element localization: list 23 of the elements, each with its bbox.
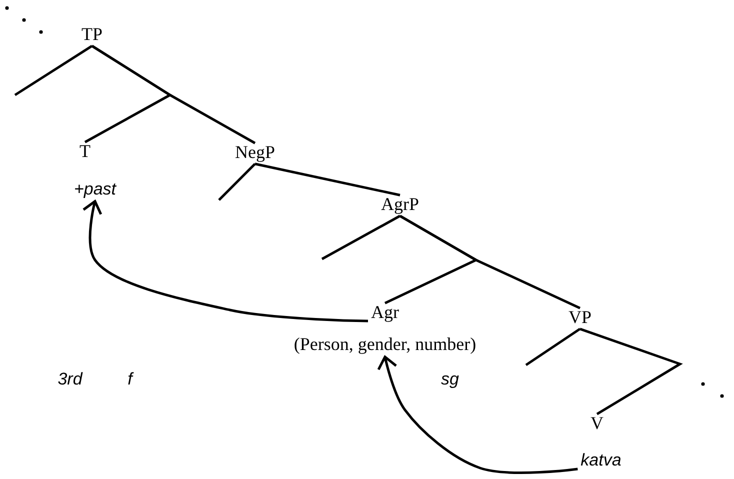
- tree-branch: [321, 214, 401, 260]
- tree-branch: [91, 44, 256, 144]
- tree-branch: [399, 214, 581, 310]
- tree-branch: [580, 328, 683, 416]
- movement-arrow: [377, 356, 578, 474]
- tree-node-label: VP: [568, 308, 592, 328]
- tree-node-label: NegP: [235, 143, 275, 163]
- tree-node-label: V: [590, 414, 604, 434]
- tree-node-label: TP: [82, 25, 102, 45]
- feature-value-label: 3rd: [58, 370, 82, 390]
- tree-node-label: T: [80, 142, 90, 162]
- feature-value-label: sg: [441, 370, 459, 390]
- tree-node-label: (Person, gender, number): [294, 335, 476, 355]
- tree-branch: [14, 44, 93, 96]
- word-label: katva: [580, 452, 622, 470]
- feature-value-label: f: [128, 370, 132, 390]
- tree-branch: [525, 328, 581, 366]
- tree-branch: [218, 163, 256, 201]
- word-label: +past: [74, 180, 116, 200]
- tree-node-label: Agr: [371, 303, 399, 323]
- movement-arrow: [82, 200, 368, 322]
- tree-branch: [254, 162, 400, 196]
- tree-node-label: AgrP: [381, 195, 419, 215]
